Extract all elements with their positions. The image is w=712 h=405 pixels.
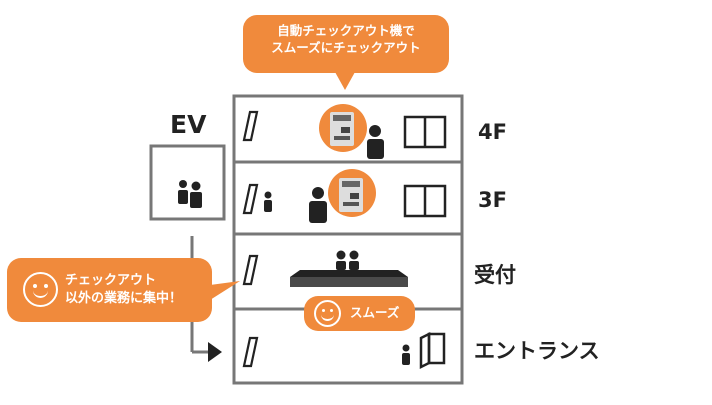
reception-staff-icon — [336, 250, 359, 270]
door-icon — [242, 183, 259, 215]
arrow-head-icon — [208, 342, 222, 362]
smooth-bubble: スムーズ — [304, 296, 415, 331]
entrance-door-icon — [419, 331, 446, 370]
person-icon — [309, 187, 327, 223]
floor-label-reception: 受付 — [474, 263, 516, 287]
bubble-tail — [210, 281, 240, 300]
top-callout-line2: スムーズにチェックアウト — [271, 39, 421, 55]
person-icon — [402, 344, 410, 365]
floor-label-entrance: エントランス — [474, 339, 600, 363]
person-icon — [367, 125, 384, 159]
door-icon — [242, 254, 259, 286]
smiley-icon — [23, 272, 58, 307]
smiley-icon — [314, 300, 341, 327]
door-icon — [242, 336, 259, 368]
checkout-kiosk-icon — [319, 104, 367, 152]
person-icon — [264, 191, 272, 212]
top-callout-line1: 自動チェックアウト機で — [277, 23, 415, 38]
left-callout-line2: 以外の業務に集中！ — [65, 290, 183, 306]
smooth-bubble-label: スムーズ — [350, 305, 400, 320]
elevator-box — [149, 144, 226, 221]
left-callout-line1: チェックアウト — [65, 273, 157, 288]
floor-label-3f: 3F — [478, 188, 507, 212]
left-callout-bubble: チェックアウト 以外の業務に集中！ — [7, 258, 212, 322]
double-door-icon — [403, 115, 447, 149]
elevator-people-icon — [178, 180, 202, 208]
reception-desk-icon — [290, 270, 408, 287]
door-icon — [242, 110, 259, 142]
checkout-kiosk-icon — [328, 169, 376, 217]
floor-label-4f: 4F — [478, 120, 507, 144]
double-door-icon — [403, 184, 447, 218]
building-outline — [232, 94, 464, 385]
top-callout-bubble: 自動チェックアウト機で スムーズにチェックアウト — [243, 15, 449, 73]
elevator-label: EV — [170, 110, 207, 139]
bubble-tail — [335, 72, 355, 90]
